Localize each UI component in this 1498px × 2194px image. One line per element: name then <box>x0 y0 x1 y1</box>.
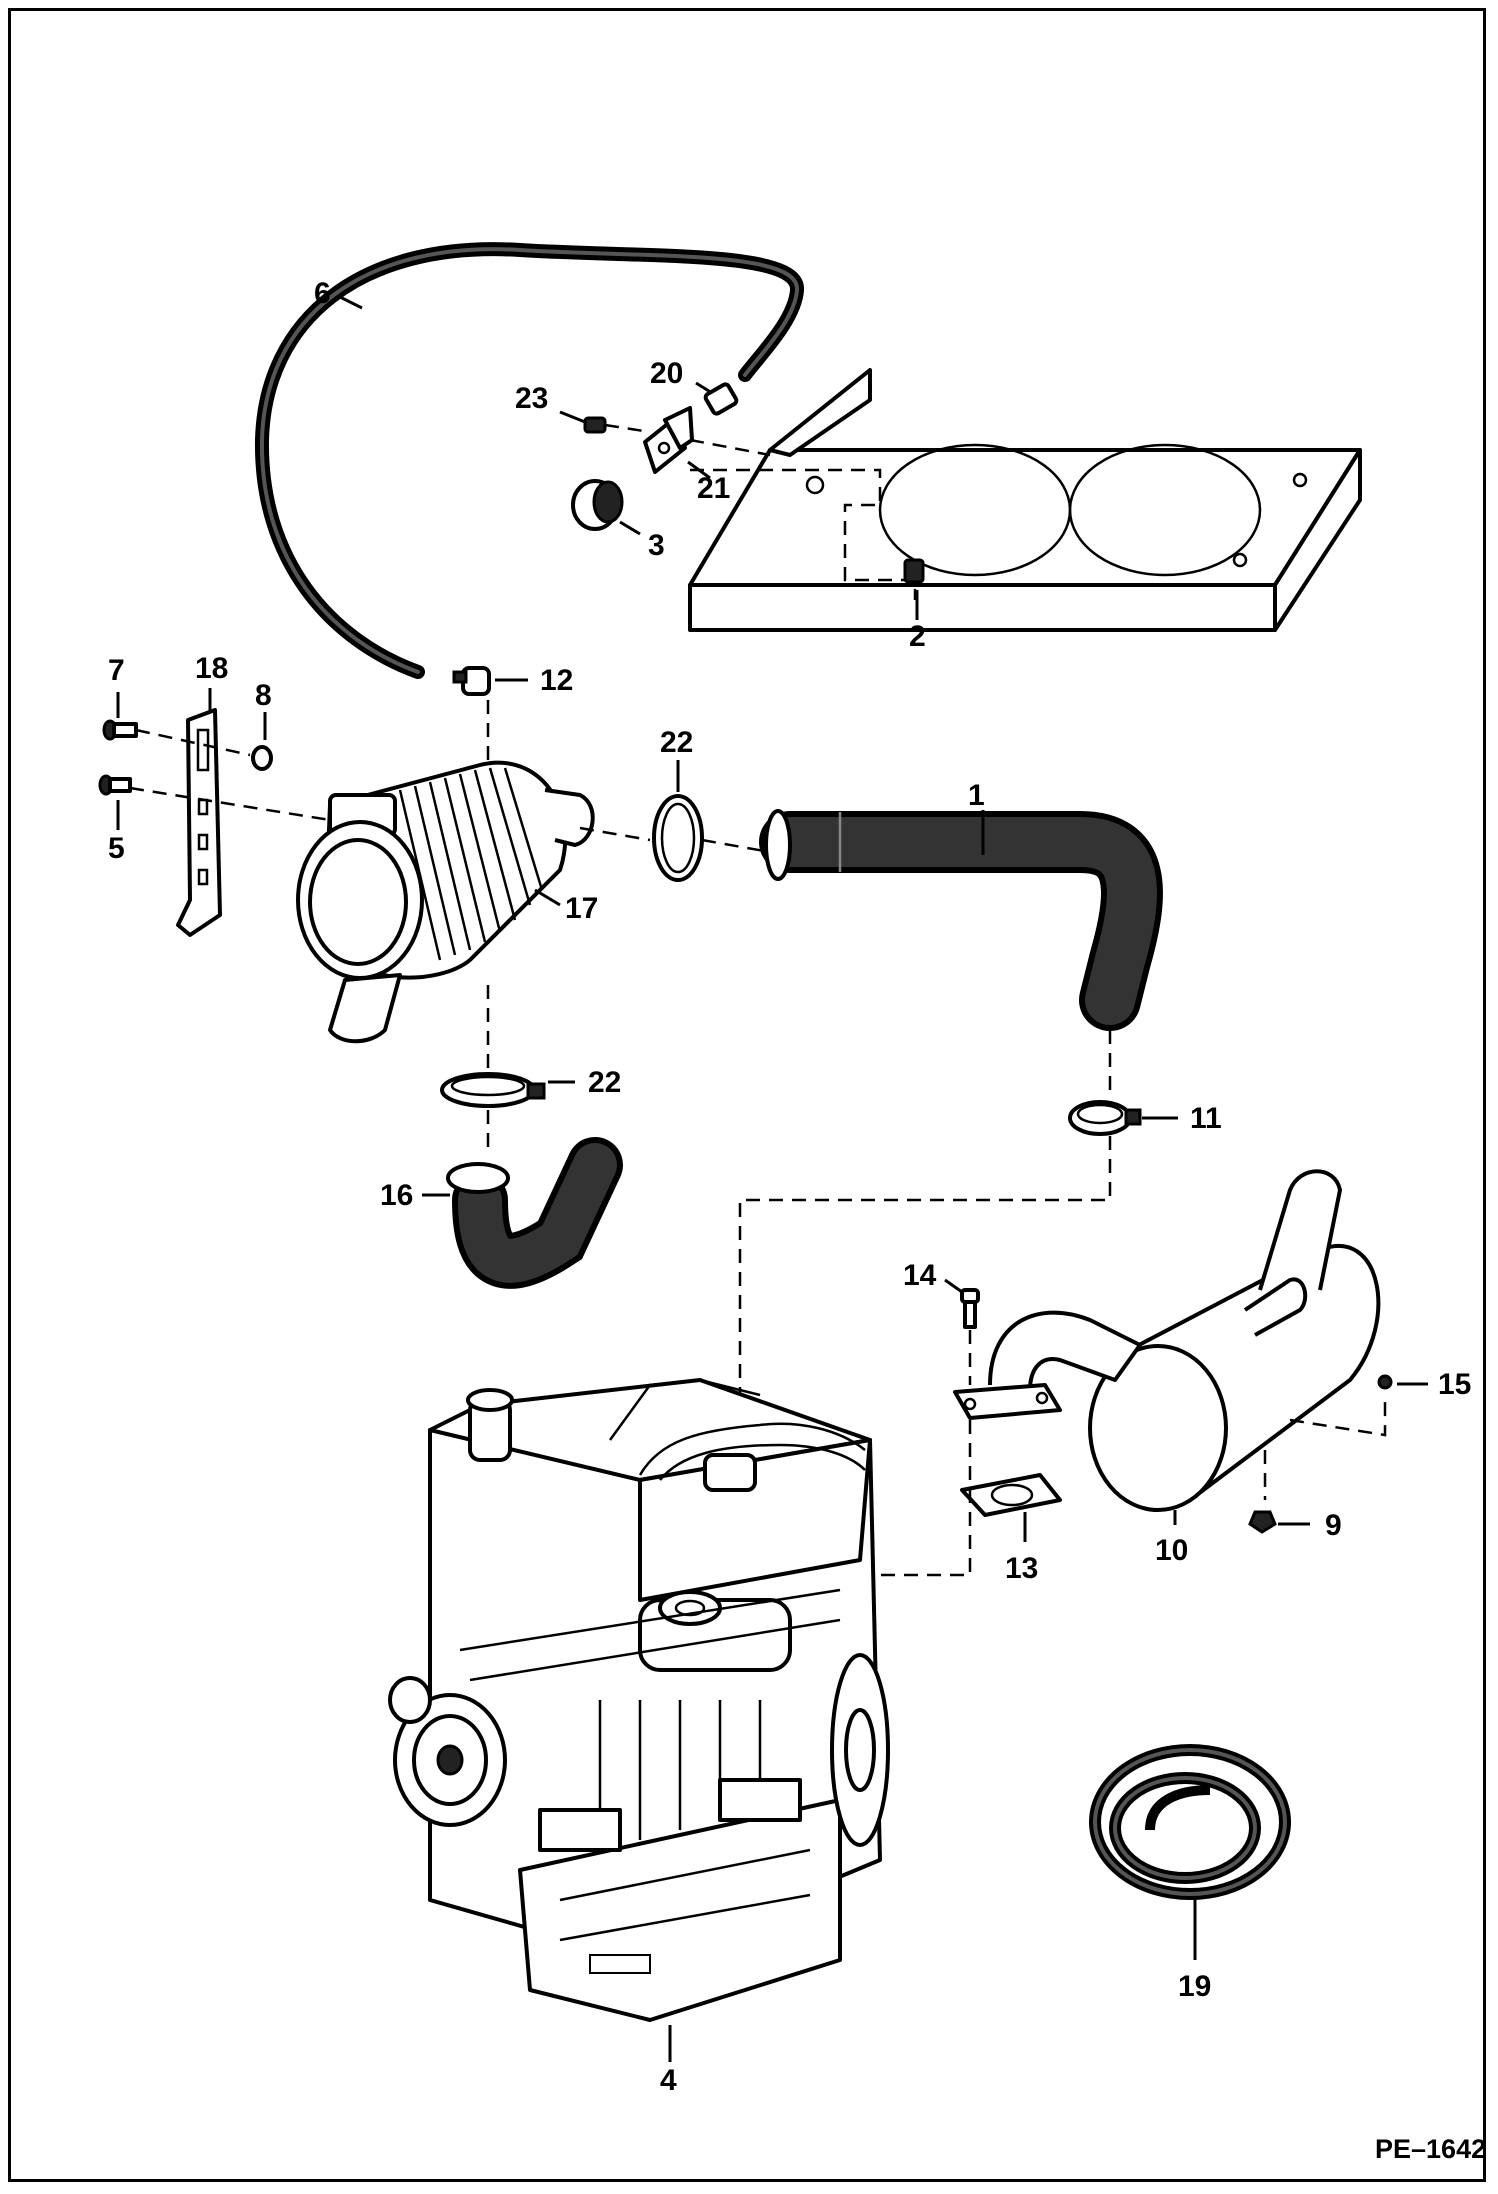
callout-11: 11 <box>1190 1102 1222 1135</box>
bolt-part-5 <box>98 774 331 830</box>
muffler-part-10 <box>953 1169 1381 1525</box>
coiled-hose-part-19 <box>1089 1744 1291 1960</box>
clamp-part-22-upper <box>652 760 771 882</box>
callout-8: 8 <box>255 679 272 712</box>
callout-20: 20 <box>650 357 683 390</box>
hose-part-6 <box>254 242 804 679</box>
callout-4: 4 <box>660 2064 677 2097</box>
nut-part-15 <box>1289 1374 1428 1437</box>
callout-22-upper: 22 <box>660 726 693 759</box>
fitting-part-20 <box>695 381 739 416</box>
bracket-part-21 <box>643 406 771 480</box>
bolt-part-14 <box>944 1278 980 1385</box>
callout-21: 21 <box>697 472 730 505</box>
callout-labels: 1 2 3 4 5 6 7 8 9 10 11 12 13 14 15 16 1… <box>108 277 1471 2097</box>
intake-hose-part-1 <box>759 809 1163 1090</box>
elbow-fitting-part-12 <box>452 666 528 770</box>
callout-5: 5 <box>108 832 125 865</box>
bolt-part-23 <box>559 410 651 434</box>
elbow-hose-part-16 <box>422 1137 623 1289</box>
callout-15: 15 <box>1438 1368 1471 1401</box>
air-cleaner-part-17 <box>296 760 651 1070</box>
callout-16: 16 <box>380 1179 413 1212</box>
clamp-part-11 <box>738 1100 1178 1405</box>
bolt-part-7 <box>102 692 251 757</box>
callout-1: 1 <box>968 779 985 812</box>
mounting-plate-part-2 <box>688 368 1362 632</box>
clamp-part-22-lower <box>440 1072 575 1150</box>
callout-17: 17 <box>565 892 598 925</box>
callout-18: 18 <box>195 652 228 685</box>
callout-2: 2 <box>909 620 926 653</box>
bracket-part-18 <box>176 688 222 937</box>
callout-13: 13 <box>1005 1552 1038 1585</box>
callout-22-lower: 22 <box>588 1066 621 1099</box>
diagram-frame <box>8 8 1486 2182</box>
engine-part-4 <box>388 1378 890 2062</box>
isolator-part-3 <box>571 479 641 536</box>
callout-14: 14 <box>903 1259 937 1292</box>
callout-6: 6 <box>314 277 331 310</box>
bolt-part-9 <box>1248 1510 1310 1534</box>
figure-code: PE–1642 <box>1375 2134 1486 2164</box>
callout-9: 9 <box>1325 1509 1342 1542</box>
callout-19: 19 <box>1178 1970 1211 2003</box>
callout-12: 12 <box>540 664 573 697</box>
nut-part-8 <box>251 712 273 771</box>
callout-7: 7 <box>108 654 125 687</box>
callout-23: 23 <box>515 382 548 415</box>
callout-10: 10 <box>1155 1534 1188 1567</box>
callout-3: 3 <box>648 529 665 562</box>
